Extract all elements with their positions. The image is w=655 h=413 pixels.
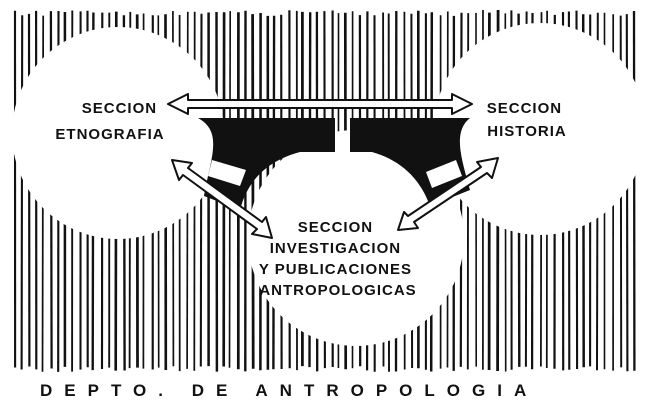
- hatch-line: [323, 11, 326, 369]
- node-etnografia-line-2: ETNOGRAFIA: [55, 126, 164, 143]
- arrow-etnografia-investigacion: [171, 159, 273, 239]
- node-label-investigacion: SECCION INVESTIGACION Y PUBLICACIONES AN…: [259, 219, 417, 299]
- node-etnografia-line-1: SECCION: [82, 100, 157, 117]
- node-historia-line-2: HISTORIA: [487, 123, 566, 140]
- hatch-line: [199, 13, 203, 367]
- hatch-line: [49, 11, 53, 369]
- hatch-line: [575, 10, 579, 370]
- department-caption: DEPTO. DE ANTROPOLOGIA: [40, 381, 539, 400]
- arrow-etnografia-historia: [167, 93, 473, 115]
- hatch-line: [172, 10, 175, 367]
- hatch-line: [272, 15, 276, 370]
- hatch-line: [517, 13, 521, 367]
- hatch-line: [128, 11, 132, 369]
- hatch-line: [186, 11, 189, 369]
- vertical-hatch-background: [13, 10, 636, 372]
- hatch-line: [540, 12, 543, 367]
- node-label-historia: SECCION HISTORIA: [487, 100, 568, 140]
- hatch-line: [308, 12, 312, 368]
- hatch-line: [410, 13, 414, 369]
- node-investigacion-line-1: SECCION: [298, 219, 373, 236]
- hatch-line: [114, 11, 118, 371]
- hatch-line: [619, 15, 623, 368]
- hatch-line: [625, 14, 629, 372]
- node-historia-line-1: SECCION: [487, 100, 562, 117]
- node-investigacion-line-4: ANTROPOLOGICAS: [259, 282, 416, 299]
- hatch-line: [41, 15, 45, 372]
- hatch-line: [581, 14, 585, 368]
- connector-band: [198, 118, 470, 210]
- node-investigacion-line-3: Y PUBLICACIONES: [259, 261, 412, 278]
- hatch-line: [524, 11, 528, 367]
- hatch-line: [596, 12, 599, 371]
- arrow-historia-investigacion: [397, 157, 499, 231]
- hatch-line: [496, 10, 500, 372]
- hatch-line: [251, 14, 255, 369]
- node-label-etnografia: SECCION ETNOGRAFIA: [55, 100, 164, 143]
- hatch-line: [122, 15, 126, 371]
- hatch-line: [20, 15, 24, 370]
- hatch-line: [91, 12, 95, 371]
- node-investigacion-line-2: INVESTIGACION: [270, 240, 401, 257]
